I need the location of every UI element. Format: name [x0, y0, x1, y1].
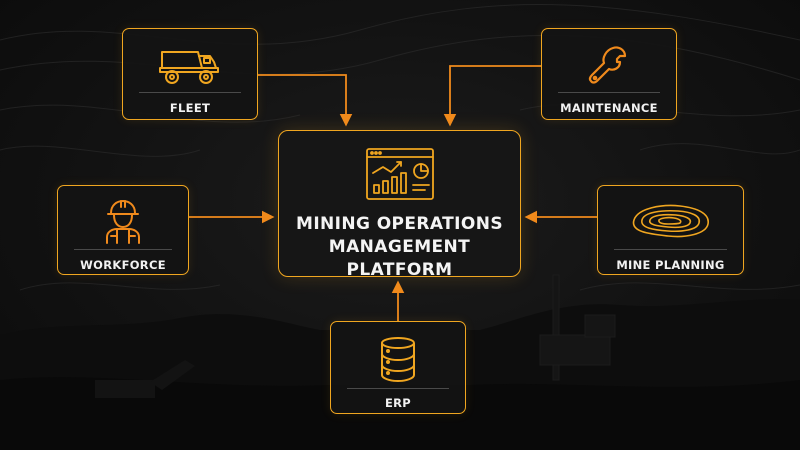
database-icon — [381, 337, 415, 382]
node-label: FLEET — [169, 101, 211, 115]
platform-title-line-2: MANAGEMENT PLATFORM — [328, 237, 471, 280]
platform-title: MINING OPERATIONS MANAGEMENT PLATFORM — [279, 213, 520, 282]
platform-node: MINING OPERATIONS MANAGEMENT PLATFORM — [278, 130, 521, 280]
node-label: MAINTENANCE — [560, 101, 658, 115]
node-divider — [614, 249, 727, 250]
wrench-icon — [588, 46, 627, 84]
node-workforce: WORKFORCE — [57, 185, 189, 275]
hardhat-worker-icon — [106, 200, 140, 244]
platform-title-line-1: MINING OPERATIONS — [296, 214, 503, 234]
topographic-contour-icon — [632, 204, 709, 238]
node-label: ERP — [384, 396, 412, 410]
node-fleet: FLEET — [122, 28, 258, 120]
node-divider — [74, 249, 172, 250]
node-divider — [558, 92, 660, 93]
dashboard-analytics-icon — [365, 148, 434, 200]
haul-truck-icon — [159, 51, 219, 84]
node-divider — [347, 388, 449, 389]
node-label: WORKFORCE — [80, 258, 166, 272]
node-divider — [139, 92, 241, 93]
node-mine-planning: MINE PLANNING — [597, 185, 744, 275]
node-maintenance: MAINTENANCE — [541, 28, 677, 120]
node-erp: ERP — [330, 321, 466, 414]
node-label: MINE PLANNING — [616, 258, 725, 272]
